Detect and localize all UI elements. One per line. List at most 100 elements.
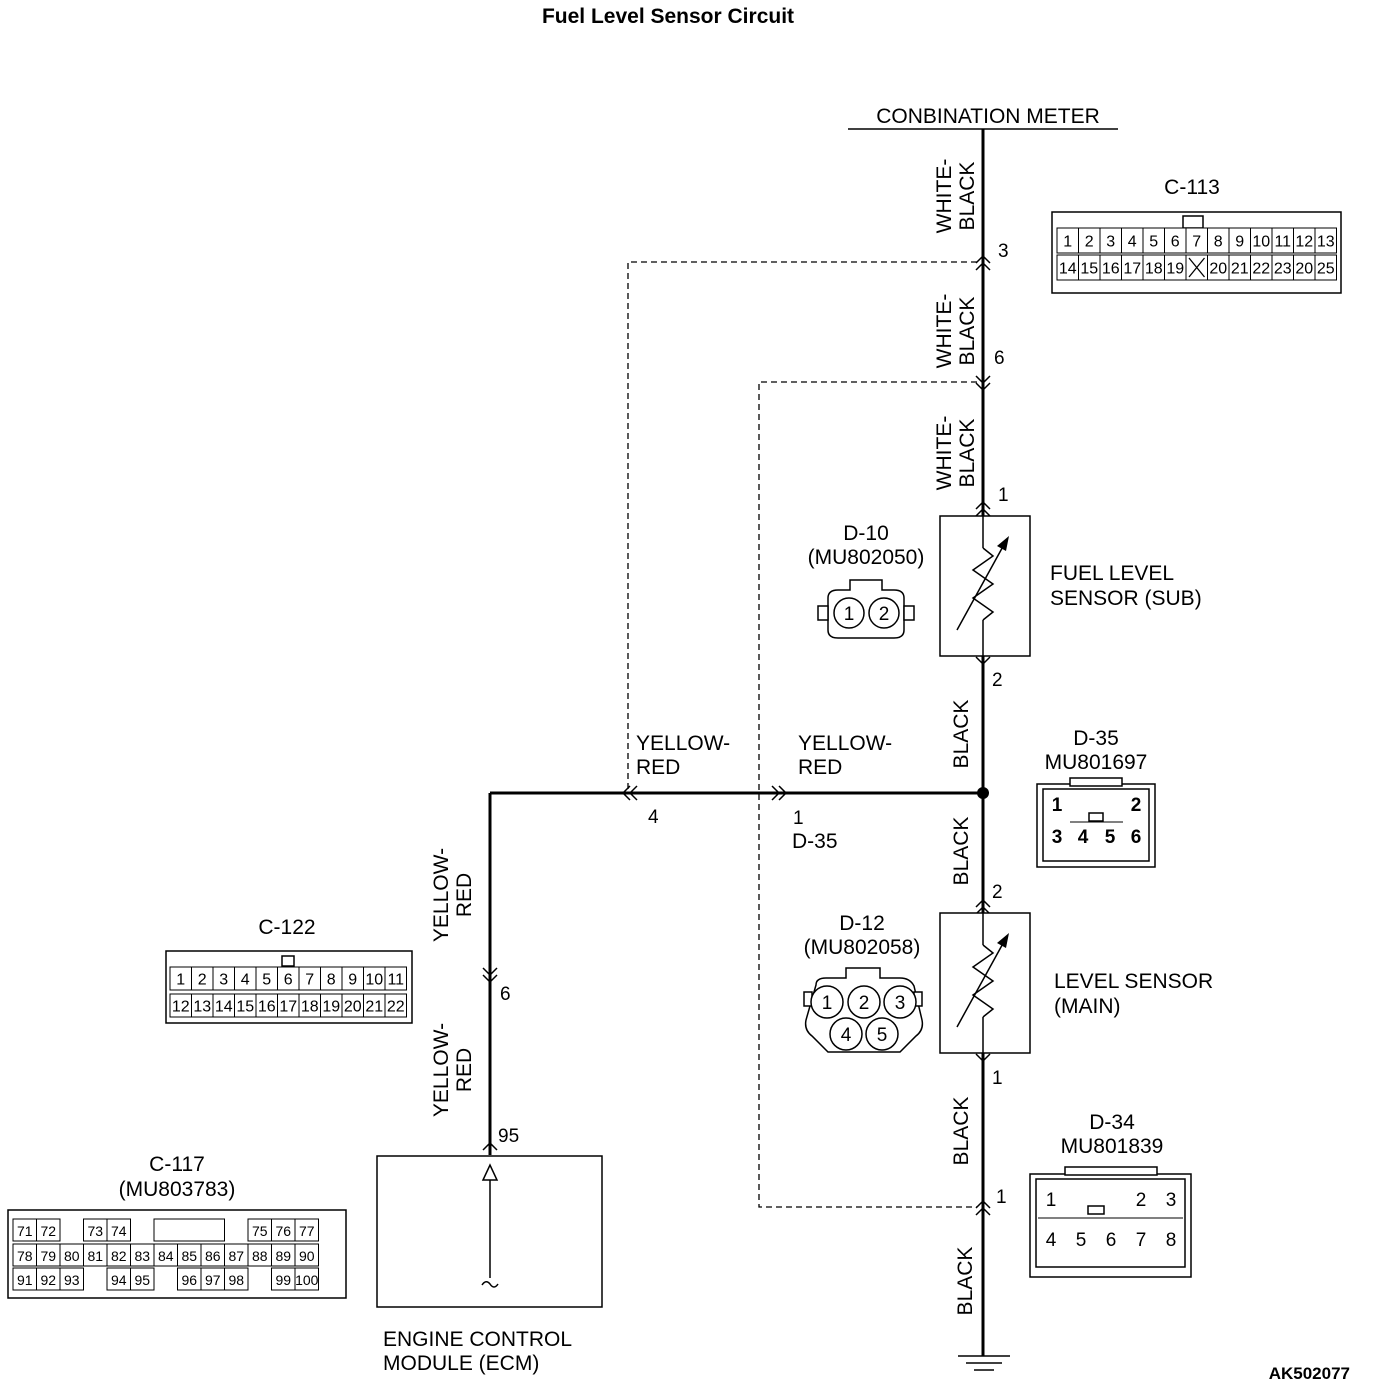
c122-pin: 12 [172,999,190,1016]
d34-pin: 8 [1166,1230,1177,1251]
c122-pin: 16 [258,999,276,1016]
c113-pin: 8 [1214,234,1223,251]
c122-pin: 19 [322,999,340,1016]
d34-pin: 1 [1046,1190,1057,1211]
sensor-sub-label-1: FUEL LEVEL [1050,562,1174,585]
connector-d35-pin1-mark [771,785,788,801]
wire-label-black3: BLACK [950,1097,973,1166]
pin-3: 3 [998,241,1009,262]
sensor-sub-arrow [956,540,1007,631]
pin-2-main: 2 [992,882,1003,903]
svg-text:BLACK: BLACK [956,162,979,231]
d35-pin: 6 [1131,827,1142,848]
c113-pin: 22 [1252,261,1270,278]
pin-95: 95 [498,1126,519,1147]
c122-pin: 1 [176,972,185,989]
c122-pin: 2 [198,972,207,989]
ground-symbol [958,1340,1010,1371]
wire-label-black1: BLACK [950,700,973,769]
pin-6-ecm-side: 6 [500,984,511,1005]
d35-pin: 3 [1052,827,1063,848]
sensor-main-label-1: LEVEL SENSOR [1054,970,1213,993]
c113-pin: 14 [1059,261,1077,278]
c113-pin: 20 [1295,261,1313,278]
wire-label-yr-right-1: YELLOW- [798,732,892,755]
svg-text:YELLOW-: YELLOW- [430,848,453,942]
c113-pin: 17 [1123,261,1141,278]
c117-pin: 73 [87,1223,103,1239]
ecm-label-2: MODULE (ECM) [383,1352,539,1375]
sensor-main-resistor [971,944,995,1018]
c113-pin: 5 [1149,234,1158,251]
c117-pin: 94 [111,1272,127,1288]
diagram-title: Fuel Level Sensor Circuit [542,5,794,28]
ecm-label-1: ENGINE CONTROL [383,1328,572,1351]
sensor-main-pin2-mark [975,898,991,915]
c117-pin: 90 [299,1248,315,1264]
c122-pin: 4 [241,972,250,989]
c117-pin: 79 [40,1248,56,1264]
c122-pin: 15 [236,999,254,1016]
wire-label-wb3: WHITE- BLACK [933,416,979,491]
c117-pin: 93 [64,1272,80,1288]
svg-text:WHITE-: WHITE- [933,294,956,369]
c113-pin: 12 [1295,234,1313,251]
c122-pin: 3 [219,972,228,989]
c117-name: C-117 [149,1153,205,1176]
sensor-main-arrow [956,937,1007,1028]
c122-pin: 9 [348,972,357,989]
pin-1-d35: 1 [793,808,804,829]
d35-part: MU801697 [1045,751,1148,774]
fuel-level-sensor-sub: FUEL LEVEL SENSOR (SUB) [939,515,1202,657]
d12-pin: 2 [859,993,870,1014]
c117-pin: 80 [64,1248,80,1264]
svg-text:BLACK: BLACK [956,297,979,366]
pin-2-sub: 2 [992,670,1003,691]
c113-pin: 18 [1145,261,1163,278]
sensor-sub-pin1-mark [975,500,991,517]
pin-4: 4 [648,807,659,828]
wire-label-yr-left-2: RED [636,756,680,779]
c113-pin: 1 [1063,234,1072,251]
c117-pin: 100 [295,1272,319,1288]
dashed-lines [627,261,977,1208]
d34-name: D-34 [1089,1111,1135,1134]
c117-pin: 87 [228,1248,244,1264]
d35-pin: 1 [1052,795,1063,816]
c122-pin: 10 [365,972,383,989]
c117-pin: 76 [275,1223,291,1239]
c117-pin: 85 [181,1248,197,1264]
c113-pin: 25 [1317,261,1335,278]
svg-text:BLACK: BLACK [956,419,979,488]
c122-pin: 20 [344,999,362,1016]
engine-control-module: ENGINE CONTROL MODULE (ECM) [376,1155,603,1375]
pin-numbers: 3 6 1 2 2 1 1 4 1 D-35 6 95 [498,241,1009,1208]
wire-label-yr-v2: YELLOW- RED [430,1023,476,1117]
d35-pin: 4 [1078,827,1089,848]
c117-pin: 81 [87,1248,103,1264]
c113-pin: 2 [1085,234,1094,251]
pin-6: 6 [994,348,1005,369]
c113-pin: 19 [1166,261,1184,278]
d12-pin: 5 [877,1025,888,1046]
c117-pin: 71 [17,1223,33,1239]
d12-pin: 1 [822,993,833,1014]
d10-part: (MU802050) [808,546,925,569]
c117-pin: 89 [275,1248,291,1264]
svg-text:WHITE-: WHITE- [933,159,956,234]
wire-label-wb1: WHITE- BLACK [933,159,979,234]
d34-pin: 5 [1076,1230,1087,1251]
c122-pin: 8 [327,972,336,989]
wire-label-black4: BLACK [954,1247,977,1316]
c113-pin: 7 [1192,234,1201,251]
c117-pin: 99 [275,1272,291,1288]
sensor-main-box [939,912,1031,1054]
c117-pin: 95 [134,1272,150,1288]
c117-pin: 91 [17,1272,33,1288]
